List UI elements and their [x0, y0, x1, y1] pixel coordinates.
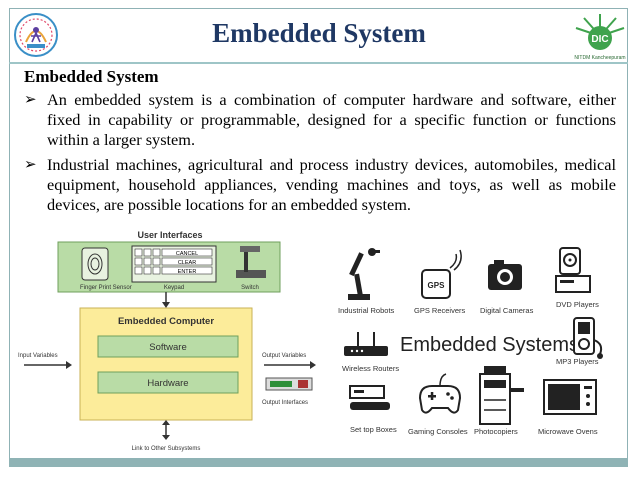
- set-top-box-icon: [349, 385, 390, 410]
- gaming-label: Gaming Consoles: [408, 427, 468, 436]
- mp3-label: MP3 Players: [556, 357, 599, 366]
- router-icon: [344, 332, 388, 356]
- hardware-box: [97, 371, 239, 394]
- microwave-label: Microwave Ovens: [538, 427, 598, 436]
- link-label: Link to Other Subsystems: [132, 446, 201, 452]
- output-variables-label: Output Variables: [262, 353, 306, 359]
- institute-logo-right: DIC NITDM Kancheepuram: [574, 14, 626, 61]
- fingerprint-icon: [81, 247, 109, 281]
- dvd-label: DVD Players: [556, 300, 599, 309]
- embedded-systems-center-label: Embedded Systems: [400, 334, 579, 356]
- embedded-computer-label: Embedded Computer: [118, 316, 214, 327]
- routers-label: Wireless Routers: [342, 364, 399, 373]
- cameras-label: Digital Cameras: [480, 306, 534, 315]
- gps-label: GPS Receivers: [414, 306, 466, 315]
- software-box: [97, 335, 239, 358]
- user-interfaces-label: User Interfaces: [137, 230, 202, 240]
- key-cancel: CANCEL: [176, 251, 198, 257]
- page-title: Embedded System: [212, 18, 426, 48]
- switch-label: Switch: [241, 285, 259, 291]
- logo-caption: NITDM Kancheepuram: [574, 55, 625, 61]
- hardware-label: Hardware: [147, 378, 188, 389]
- robots-label: Industrial Robots: [338, 306, 395, 315]
- switch-icon: [236, 246, 266, 278]
- title-divider: [9, 62, 628, 64]
- gaming-console-icon: [418, 373, 462, 414]
- bullet-text: Industrial machines, agricultural and pr…: [47, 155, 616, 214]
- footer-bar: [9, 458, 628, 467]
- gps-icon: GPS: [421, 249, 462, 299]
- gps-screen-text: GPS: [428, 281, 446, 290]
- mp3-player-icon: [573, 317, 603, 359]
- settop-label: Set top Boxes: [350, 425, 397, 434]
- bullet-arrow-icon: ➢: [24, 157, 37, 173]
- photocopier-icon: [479, 366, 524, 425]
- bullet-text: An embedded system is a combination of c…: [47, 90, 616, 149]
- software-label: Software: [149, 342, 187, 353]
- dvd-player-icon: [555, 247, 591, 293]
- bullet-arrow-icon: ➢: [24, 92, 37, 108]
- bullet-item: ➢ An embedded system is a combination of …: [24, 90, 616, 150]
- embedded-devices-collage: Industrial Robots GPS GPS Receivers Digi…: [338, 247, 603, 436]
- institute-logo-left: [14, 13, 58, 57]
- embedded-computer-diagram: User Interfaces CANCEL CLEAR ENTER Finge…: [18, 230, 316, 452]
- camera-icon: [488, 260, 522, 290]
- svg-text:DIC: DIC: [591, 34, 608, 45]
- microwave-icon: [543, 379, 597, 415]
- key-clear: CLEAR: [178, 260, 196, 266]
- finger-print-label: Finger Print Sensor: [80, 285, 132, 291]
- keypad-label: Keypad: [164, 285, 184, 291]
- industrial-robot-icon: [348, 248, 380, 300]
- embedded-computer-box: [79, 307, 253, 421]
- photocopiers-label: Photocopiers: [474, 427, 518, 436]
- bullet-list: ➢ An embedded system is a combination of …: [24, 90, 616, 220]
- key-enter: ENTER: [178, 269, 197, 275]
- input-variables-label: Input Variables: [18, 353, 58, 359]
- section-heading: Embedded System: [24, 67, 159, 86]
- output-interfaces-label: Output Interfaces: [262, 400, 308, 406]
- bullet-item: ➢ Industrial machines, agricultural and p…: [24, 155, 616, 215]
